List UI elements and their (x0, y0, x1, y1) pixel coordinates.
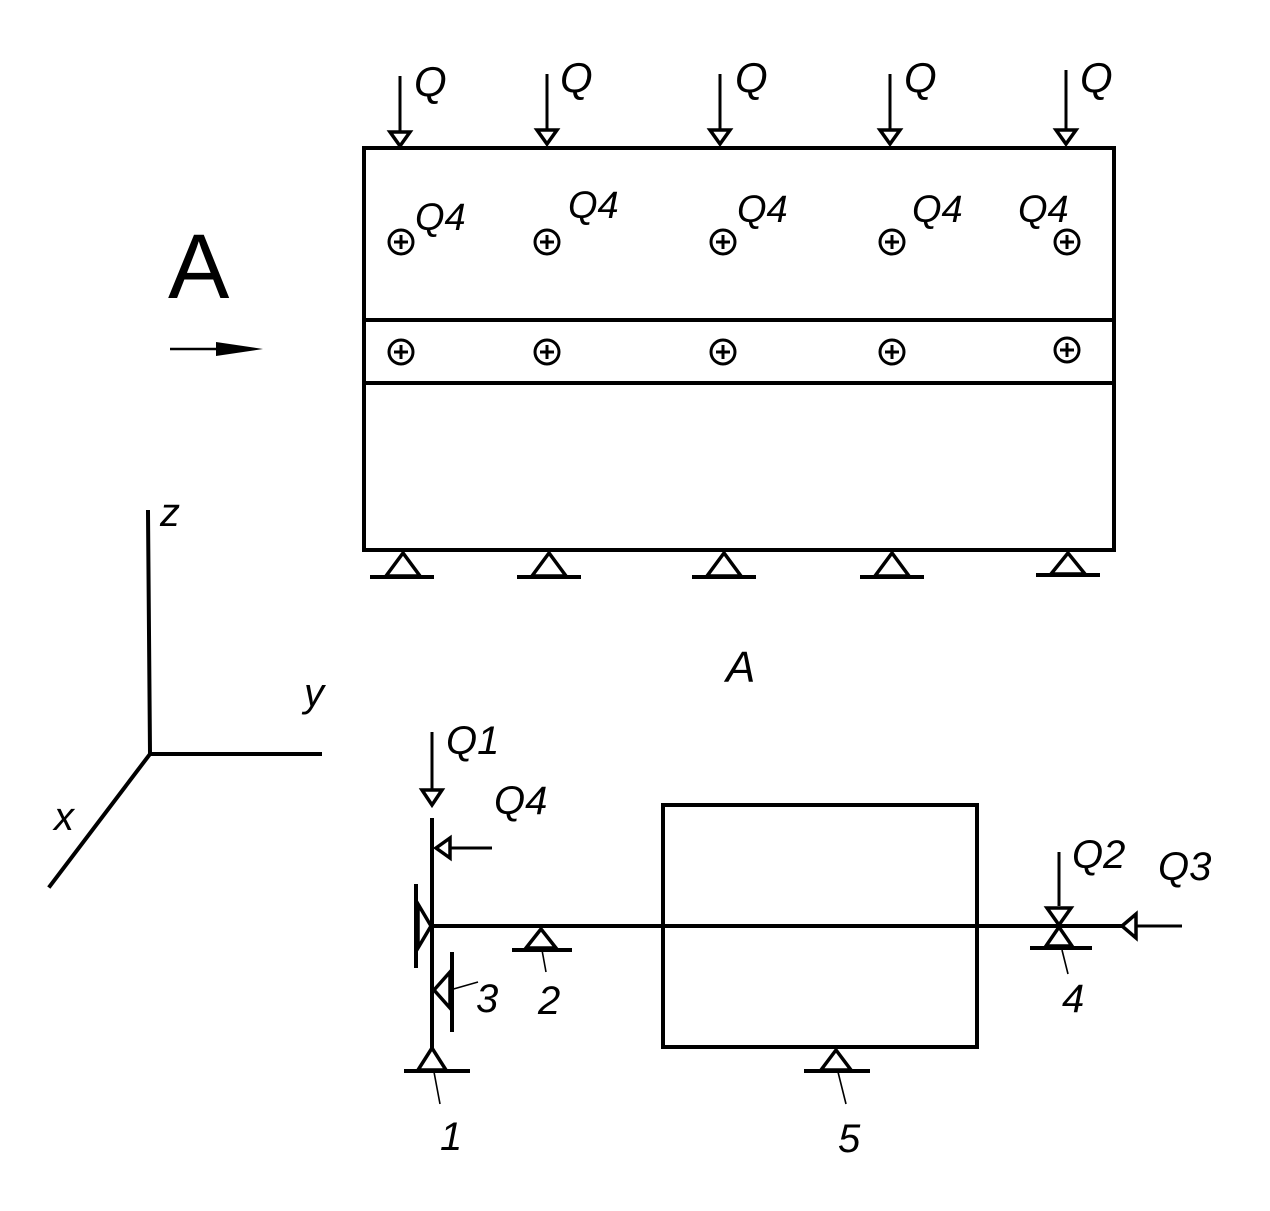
view-arrow-label: A (168, 216, 230, 318)
side-view: Q1 Q4 3 1 (404, 719, 1211, 1161)
bottom-support-1 (370, 550, 434, 579)
into-page-load-3: Q4 (709, 189, 788, 256)
top-load-label: Q (560, 54, 593, 101)
x-axis-label: x (52, 795, 76, 839)
coordinate-axes: z y x (47, 491, 327, 889)
lateral-load-label: Q4 (415, 197, 466, 239)
support-3: 3 (431, 952, 498, 1032)
view-caption: A (723, 643, 755, 692)
top-load-3: Q (706, 54, 768, 148)
load-q4-label: Q4 (494, 779, 547, 823)
view-direction-indicator: A (168, 216, 263, 356)
y-axis-label: y (301, 671, 327, 715)
support-label-5: 5 (838, 1117, 861, 1161)
top-load-label: Q (904, 54, 937, 101)
band-marker-3 (709, 338, 737, 366)
band-marker-2 (533, 338, 561, 366)
lateral-load-label: Q4 (912, 189, 963, 231)
top-load-2: Q (533, 54, 593, 148)
into-page-load-2: Q4 (533, 185, 619, 256)
support-label-1: 1 (440, 1115, 462, 1159)
top-load-1: Q (386, 58, 447, 150)
z-axis-label: z (159, 491, 180, 535)
bottom-support-3 (692, 550, 756, 579)
left-end-support (414, 884, 434, 968)
top-load-5: Q (1052, 54, 1113, 148)
into-page-load-5: Q4 (1018, 189, 1081, 256)
load-q1-label: Q1 (446, 719, 499, 763)
bottom-support-4 (860, 550, 924, 579)
load-q3-label: Q3 (1158, 845, 1211, 889)
z-axis-line (145, 509, 153, 757)
support-label-3: 3 (476, 977, 498, 1021)
view-arrow-head (216, 342, 263, 356)
top-view: Q Q Q Q Q Q4 (362, 54, 1116, 579)
into-page-load-4: Q4 (878, 189, 963, 256)
bottom-support-5 (1036, 550, 1100, 577)
load-q3: Q3 (1119, 845, 1211, 942)
x-axis-line (47, 751, 153, 889)
support-1: 1 (404, 1044, 470, 1159)
support-label-4: 4 (1062, 977, 1084, 1021)
support-2: 2 (512, 926, 572, 1023)
top-load-4: Q (876, 54, 937, 148)
bottom-support-2 (517, 550, 581, 579)
support-label-2: 2 (537, 979, 560, 1023)
lateral-load-label: Q4 (568, 185, 619, 227)
lateral-load-label: Q4 (1018, 189, 1069, 231)
into-page-load-1: Q4 (387, 197, 466, 256)
band-marker-5 (1053, 336, 1081, 364)
top-load-label: Q (1080, 54, 1113, 101)
load-q4: Q4 (432, 779, 547, 862)
load-q2-label: Q2 (1072, 833, 1125, 877)
plate-outline (362, 146, 1116, 552)
load-q1: Q1 (418, 719, 499, 809)
lateral-load-label: Q4 (737, 189, 788, 231)
band-marker-1 (387, 338, 415, 366)
support-4: 4 Q2 (1030, 833, 1125, 1021)
band-marker-4 (878, 338, 906, 366)
top-load-label: Q (735, 54, 768, 101)
support-5: 5 (804, 1047, 870, 1161)
top-load-label: Q (414, 58, 447, 105)
